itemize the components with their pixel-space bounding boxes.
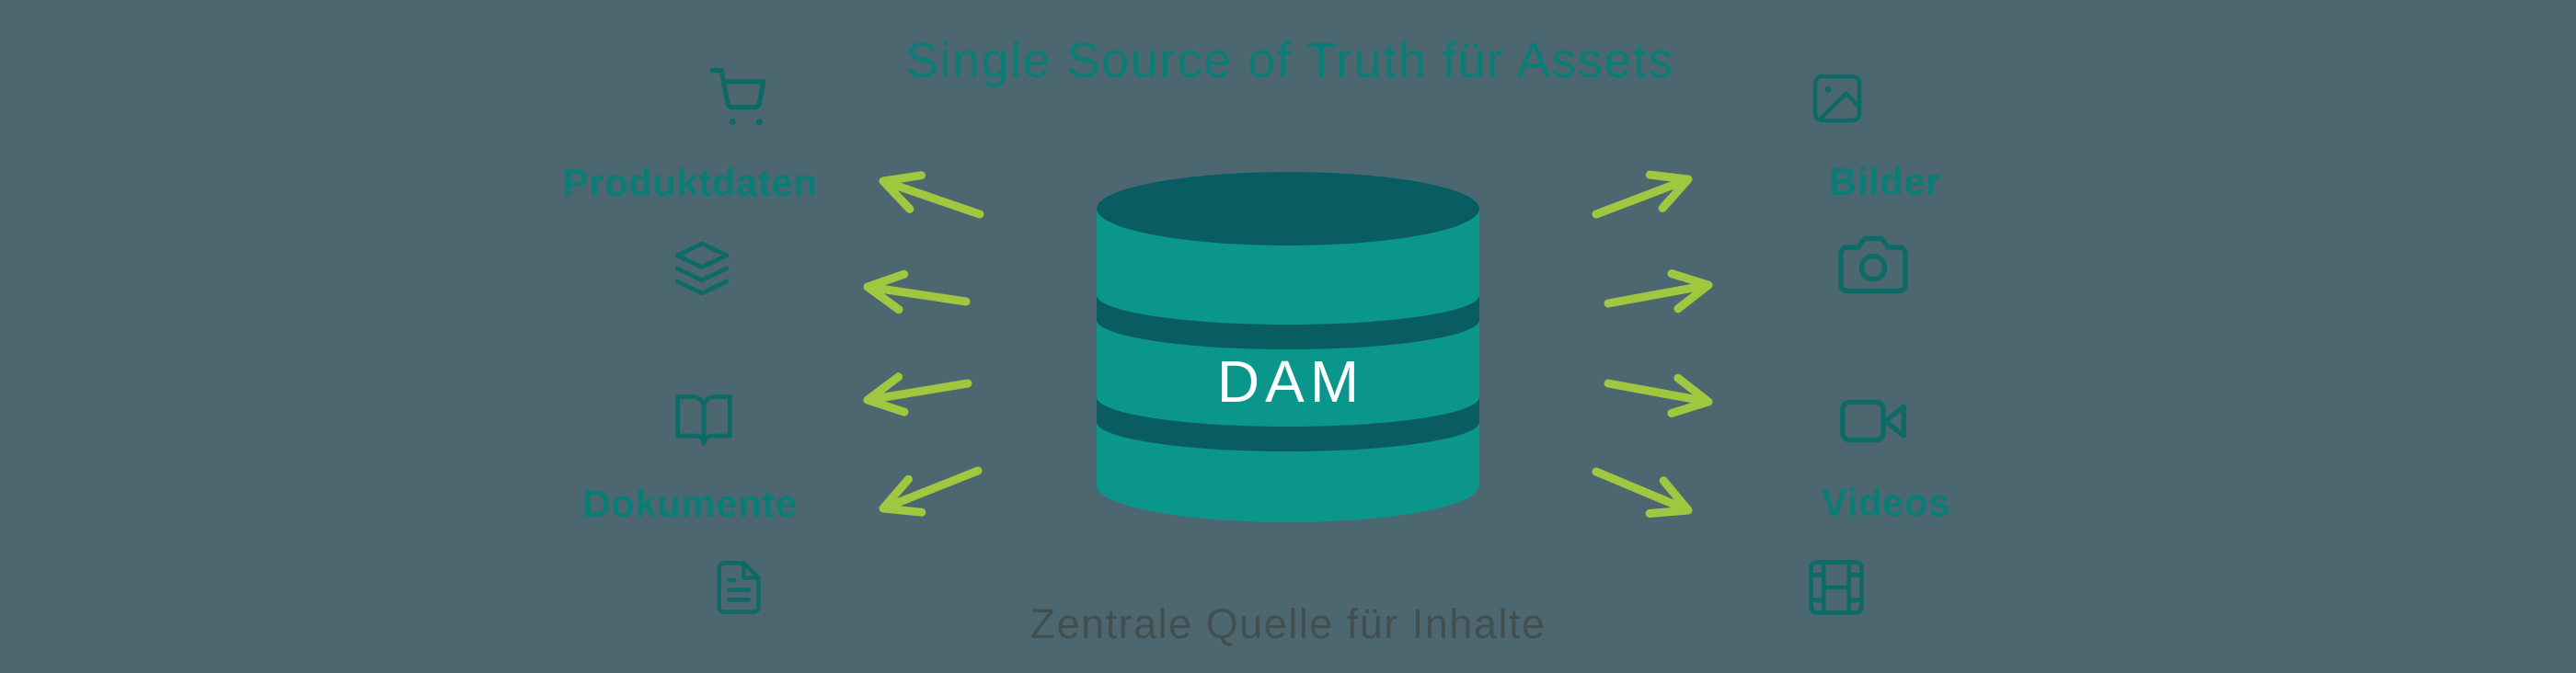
shopping-cart-icon — [707, 63, 775, 131]
book-open-icon — [673, 389, 735, 451]
sync-arrow-left-3 — [863, 372, 972, 416]
film-strip-icon — [1806, 557, 1867, 618]
cylinder-top-cap — [1097, 172, 1479, 245]
label-produktdaten: Produktdaten — [562, 161, 818, 204]
subtitle: Zentrale Quelle für Inhalte — [1029, 600, 1547, 647]
file-text-icon — [709, 558, 768, 617]
cylinder-band-upper — [1097, 295, 1479, 349]
sync-arrow-right-1 — [1592, 170, 1693, 219]
sync-arrow-left-2 — [863, 269, 971, 314]
image-icon — [1808, 69, 1867, 128]
label-dokumente: Dokumente — [582, 482, 798, 525]
sync-arrow-right-2 — [1604, 269, 1713, 314]
sync-arrow-left-1 — [879, 171, 984, 219]
page-title: Single Source of Truth für Assets — [905, 33, 1674, 88]
video-camera-icon — [1838, 386, 1908, 456]
sync-arrow-left-4 — [879, 466, 983, 517]
layers-icon — [671, 237, 733, 300]
sync-arrow-right-4 — [1592, 467, 1693, 518]
dam-label: DAM — [1216, 348, 1365, 415]
camera-icon — [1838, 230, 1908, 300]
label-bilder: Bilder — [1828, 160, 1942, 203]
sync-arrow-right-3 — [1604, 373, 1713, 417]
label-videos: Videos — [1822, 481, 1950, 524]
